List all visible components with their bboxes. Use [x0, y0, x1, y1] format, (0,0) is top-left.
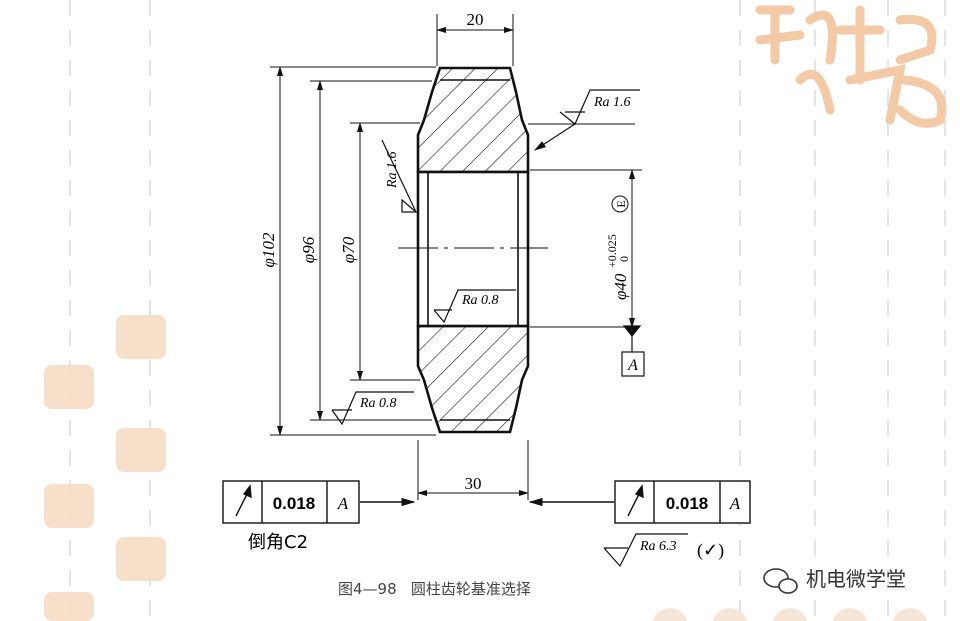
dim-diameter-70: φ70 [339, 236, 358, 263]
dim-bore-group: φ40 +0.025 0 E [605, 195, 631, 300]
roughness-symbol-left [381, 139, 418, 213]
general-roughness-note: (✓) [697, 540, 724, 561]
lower-section [416, 324, 530, 434]
roughness-bottom-label: Ra 0.8 [359, 396, 397, 411]
wechat-icon [763, 568, 798, 594]
fcf-left [222, 480, 416, 524]
dim-bore-upper-tol: +0.025 [605, 234, 619, 268]
fcf-left-value: 0.018 [273, 494, 316, 513]
dim-bore-lower-tol: 0 [617, 256, 631, 262]
fcf-right-value: 0.018 [666, 494, 709, 513]
seal-stamp-small [44, 315, 166, 621]
upper-section [416, 66, 530, 174]
gear-section [398, 66, 548, 434]
watermark-text: 机电微学堂 [806, 567, 906, 591]
datum-feature [621, 325, 645, 377]
roughness-symbol-top [533, 89, 640, 151]
dim-diameter-96: φ96 [299, 236, 318, 263]
dim-bore: φ40 [611, 273, 630, 300]
roughness-top-label: Ra 1.6 [593, 95, 631, 110]
dim-width-bottom: 30 [465, 474, 482, 493]
envelope-symbol: E [614, 200, 628, 207]
fcf-right-datum: A [729, 494, 741, 513]
dimension-lines [277, 27, 635, 496]
fcf-right [528, 480, 751, 524]
fcf-left-datum: A [337, 494, 349, 513]
datum-letter: A [627, 357, 638, 374]
roughness-left-label: Ra 1.6 [385, 151, 400, 189]
bottom-decoration [652, 608, 928, 621]
roughness-symbol-bottom [331, 391, 414, 426]
roughness-bore-label: Ra 0.8 [461, 293, 499, 308]
bore [416, 170, 530, 328]
chamfer-note: 倒角C2 [248, 532, 308, 553]
roughness-symbol-bore [433, 289, 516, 324]
dim-width-top: 20 [467, 10, 484, 29]
figure-caption: 图4—98 圆柱齿轮基准选择 [338, 580, 531, 598]
general-roughness-label: Ra 6.3 [639, 539, 677, 554]
general-roughness-symbol [603, 533, 688, 568]
seal-stamp-large [755, 5, 947, 128]
dim-diameter-102: φ102 [259, 232, 278, 267]
